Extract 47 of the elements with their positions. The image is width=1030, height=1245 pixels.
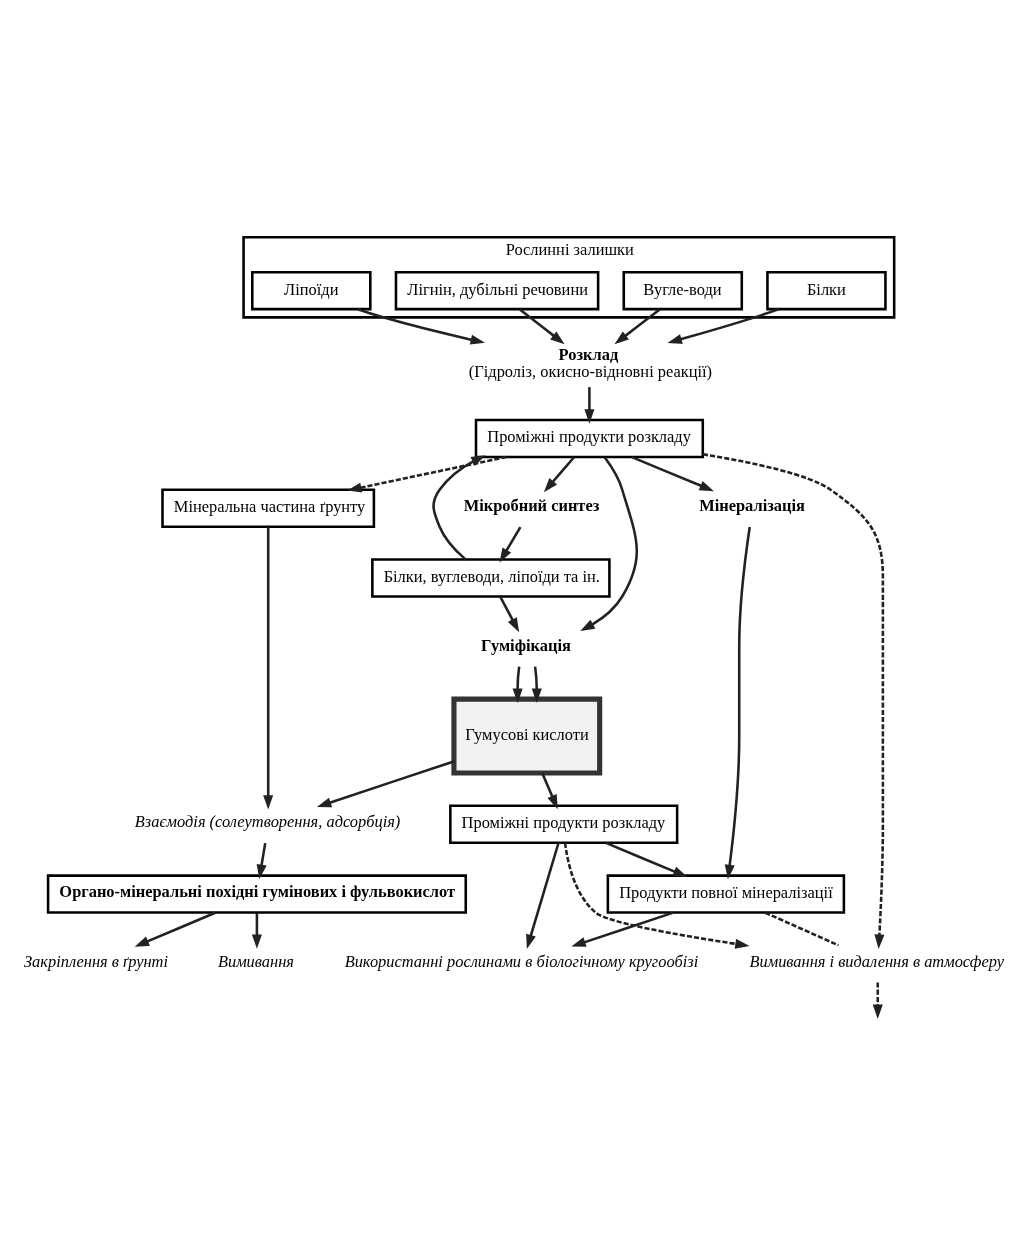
arrow [605,841,688,877]
arrow [563,842,750,949]
node-box: Лігнін, дубільні речовини [394,270,600,311]
arrow [543,456,575,493]
arrow [512,666,523,703]
arrow [724,526,751,880]
arrow [571,911,674,947]
arrow [614,308,661,345]
arrow [256,842,267,879]
arrow [580,456,638,632]
arrow [702,453,885,949]
node-box: Проміжні продукти розкладу [449,804,679,845]
node-box: Вугле-води [622,270,744,311]
arrow [499,596,520,633]
node-text: Взаємодія (солеутворення, адсорбція) [134,812,401,832]
node-box: Білки, вуглеводи, ліпоїди та ін. [371,558,611,598]
node-text: Вимивання [217,951,294,971]
arrow [134,911,216,947]
arrow [519,308,565,345]
arrow [584,387,595,424]
node-text: Гуміфікація [481,635,571,655]
node-box: Білки [766,270,887,311]
connector [764,911,839,947]
node-text: Розклад (Гідроліз, окисно-відновні реакції) [468,345,713,381]
node-box: Гумусові кислоти [451,696,603,776]
node-text: Використанні рослинами в біологічному кругообізі [344,951,699,971]
node-text: Мінералізація [699,496,805,516]
node-box: Мінеральна частина ґрунту [161,488,376,528]
arrow [432,455,486,561]
arrow [667,307,780,344]
node-text: Вимивання і видалення в атмосферу [749,951,1004,971]
node-box: Органо-мінеральні похідні гумінових і фульвокислот [46,874,468,914]
arrow [499,526,522,563]
node-text: Мікробний синтез [463,496,600,516]
arrow [251,912,262,949]
arrow [541,772,558,810]
arrow [526,842,560,949]
arrow [357,308,485,345]
arrow [316,760,455,808]
node-box: Ліпоїди [251,270,372,311]
arrow [631,455,714,492]
arrow [263,527,274,810]
arrow [531,666,542,703]
node-box: Проміжні продукти розкладу [474,418,705,459]
node-box: Продукти повної мінералізації [606,874,846,914]
arrow [347,455,507,493]
node-text: Закріплення в ґрунті [23,951,169,971]
